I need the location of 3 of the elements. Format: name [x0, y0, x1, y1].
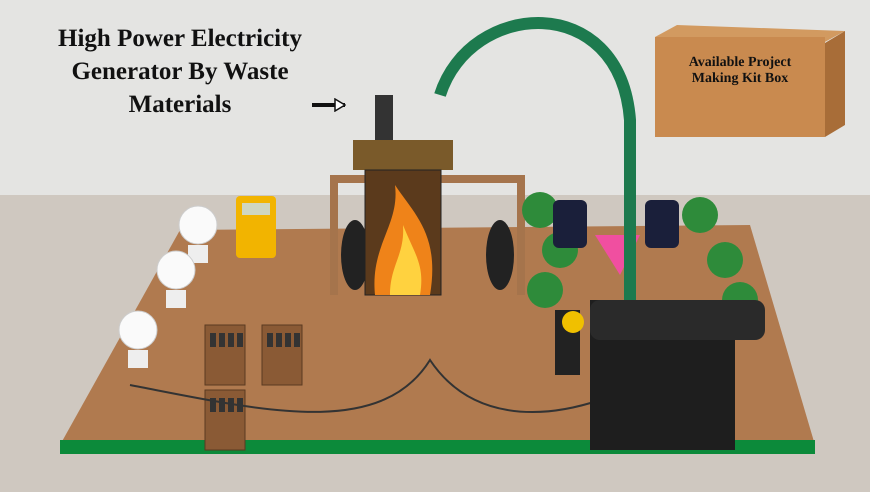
arrow	[312, 98, 346, 112]
box-label: Available Project Making Kit Box	[688, 55, 792, 87]
title-text: High Power Electricity Generator By Waste Materials	[50, 22, 310, 121]
